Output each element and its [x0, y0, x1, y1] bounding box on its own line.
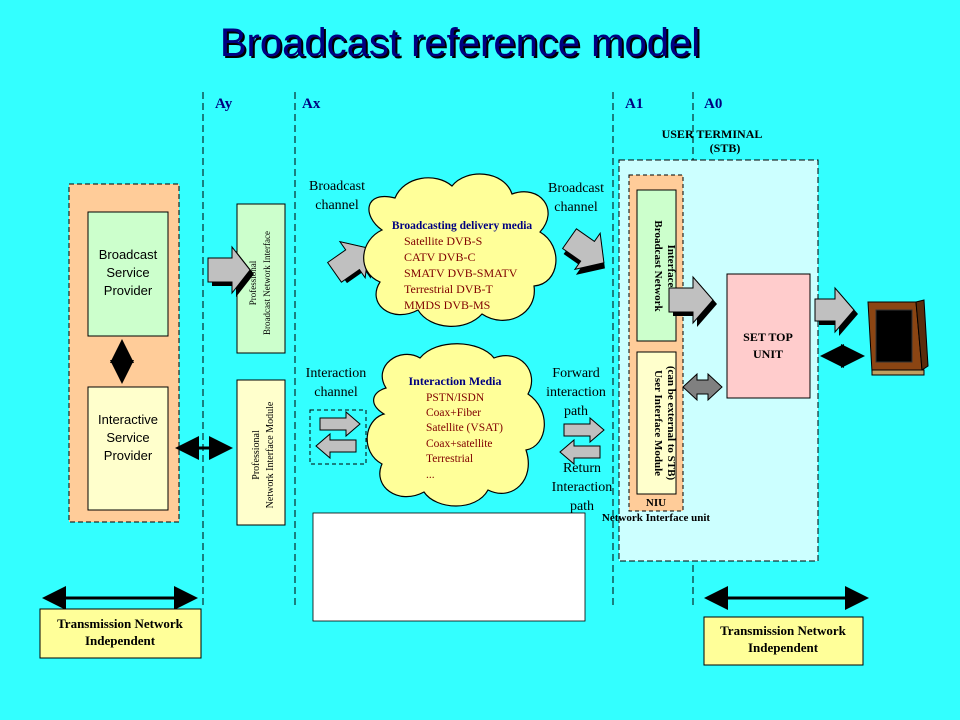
forward-return-arrows [559, 416, 605, 466]
uim-stu-arrow [682, 372, 723, 402]
bsp-line-2: Service [106, 265, 149, 280]
ref-point-ay: Ay [215, 96, 233, 112]
television-icon [867, 299, 929, 376]
interaction-media-cloud [366, 343, 545, 507]
bni-to-stu-arrow [668, 275, 717, 327]
isp-line-3: Provider [104, 448, 153, 463]
delivery-media-item: Terrestrial DVB-T [404, 282, 493, 296]
uim-module-box [636, 351, 677, 495]
interaction-media-item: PSTN/ISDN [426, 392, 485, 404]
interaction-channel-arrows [315, 410, 361, 460]
interaction-media-item: Coax+satellite [426, 438, 493, 450]
professional-nim-line-1: Professional [251, 430, 262, 480]
tni-left-line-2: Independent [85, 633, 156, 648]
delivery-media-item: CATV DVB-C [404, 250, 475, 264]
set-top-unit-box [726, 273, 811, 399]
interaction-channel-box [309, 409, 367, 465]
page-title: Broadcast reference model [220, 21, 700, 65]
professional-bni-line-1: Professional [248, 260, 258, 305]
interaction-media-item: ... [426, 469, 435, 481]
return-path-1: Return [563, 461, 601, 476]
user-terminal-label: USER TERMINAL [662, 127, 763, 141]
broadcast-channel-right-1: Broadcast [548, 181, 604, 196]
return-path-2: Interaction [552, 480, 613, 495]
interaction-media-item: Coax+Fiber [426, 407, 481, 419]
return-path-3: path [570, 499, 594, 514]
user-terminal-stb-label: (STB) [710, 141, 741, 155]
delivery-media-title: Broadcasting delivery media [392, 220, 533, 232]
interactive-service-provider-box [87, 386, 169, 511]
ref-point-a0: A0 [704, 96, 722, 112]
interaction-media-title: Interaction Media [409, 374, 502, 388]
tni-right-line-1: Transmission Network [720, 623, 847, 638]
delivery-media-cloud [363, 173, 557, 327]
tni-right-line-2: Independent [748, 640, 819, 655]
interaction-channel-1: Interaction [306, 366, 367, 381]
delivery-media-item: MMDS DVB-MS [404, 298, 490, 312]
tni-left-box [39, 608, 202, 659]
broadcast-channel-left-2: channel [315, 198, 359, 213]
empty-placeholder-box [312, 512, 586, 622]
delivery-media-item: SMATV DVB-SMATV [404, 266, 518, 280]
bni-module-box [636, 189, 677, 342]
forward-path-2: interaction [546, 385, 606, 400]
ref-point-ax: Ax [302, 96, 321, 112]
page-title-shadow: Broadcast reference model [222, 23, 702, 67]
tni-right-box [703, 616, 864, 666]
professional-nim-line-2: Network Interface Module [265, 401, 276, 508]
tni-left-line-1: Transmission Network [57, 616, 184, 631]
isp-line-1: Interactive [98, 412, 158, 427]
interaction-media-item: Terrestrial [426, 453, 473, 465]
interaction-channel-2: channel [314, 385, 358, 400]
broadcast-channel-right-2: channel [554, 200, 598, 215]
interaction-media-item: Satellite (VSAT) [426, 422, 503, 434]
niu-label: NIU [646, 497, 666, 509]
bni-module-line-1: Broadcast Network [652, 220, 664, 312]
bni-module-line-2: Interface [665, 245, 677, 288]
niu-full-label: Network Interface unit [602, 512, 710, 524]
forward-path-1: Forward [552, 366, 599, 381]
set-top-unit-line-2: UNIT [753, 347, 783, 361]
uim-module-line-1: User Interface Module [652, 370, 664, 476]
delivery-media-item: Satellite DVB-S [404, 234, 482, 248]
bsp-line-1: Broadcast [99, 247, 158, 262]
bsp-to-bni-arrow [207, 245, 254, 297]
stu-to-tv-arrow [814, 286, 858, 336]
broadcast-service-provider-box [87, 211, 169, 337]
to-stb-arrow [561, 228, 605, 275]
bsp-line-3: Provider [104, 283, 153, 298]
set-top-unit-line-1: SET TOP [743, 330, 793, 344]
professional-bni-line-2: Broadcast Network Interface [262, 231, 272, 335]
professional-nim-box [236, 379, 286, 526]
forward-path-3: path [564, 404, 588, 419]
isp-line-2: Service [106, 430, 149, 445]
ref-point-a1: A1 [625, 96, 643, 112]
uim-module-line-2: (can be external to STB) [665, 366, 677, 481]
broadcast-channel-left-1: Broadcast [309, 179, 365, 194]
